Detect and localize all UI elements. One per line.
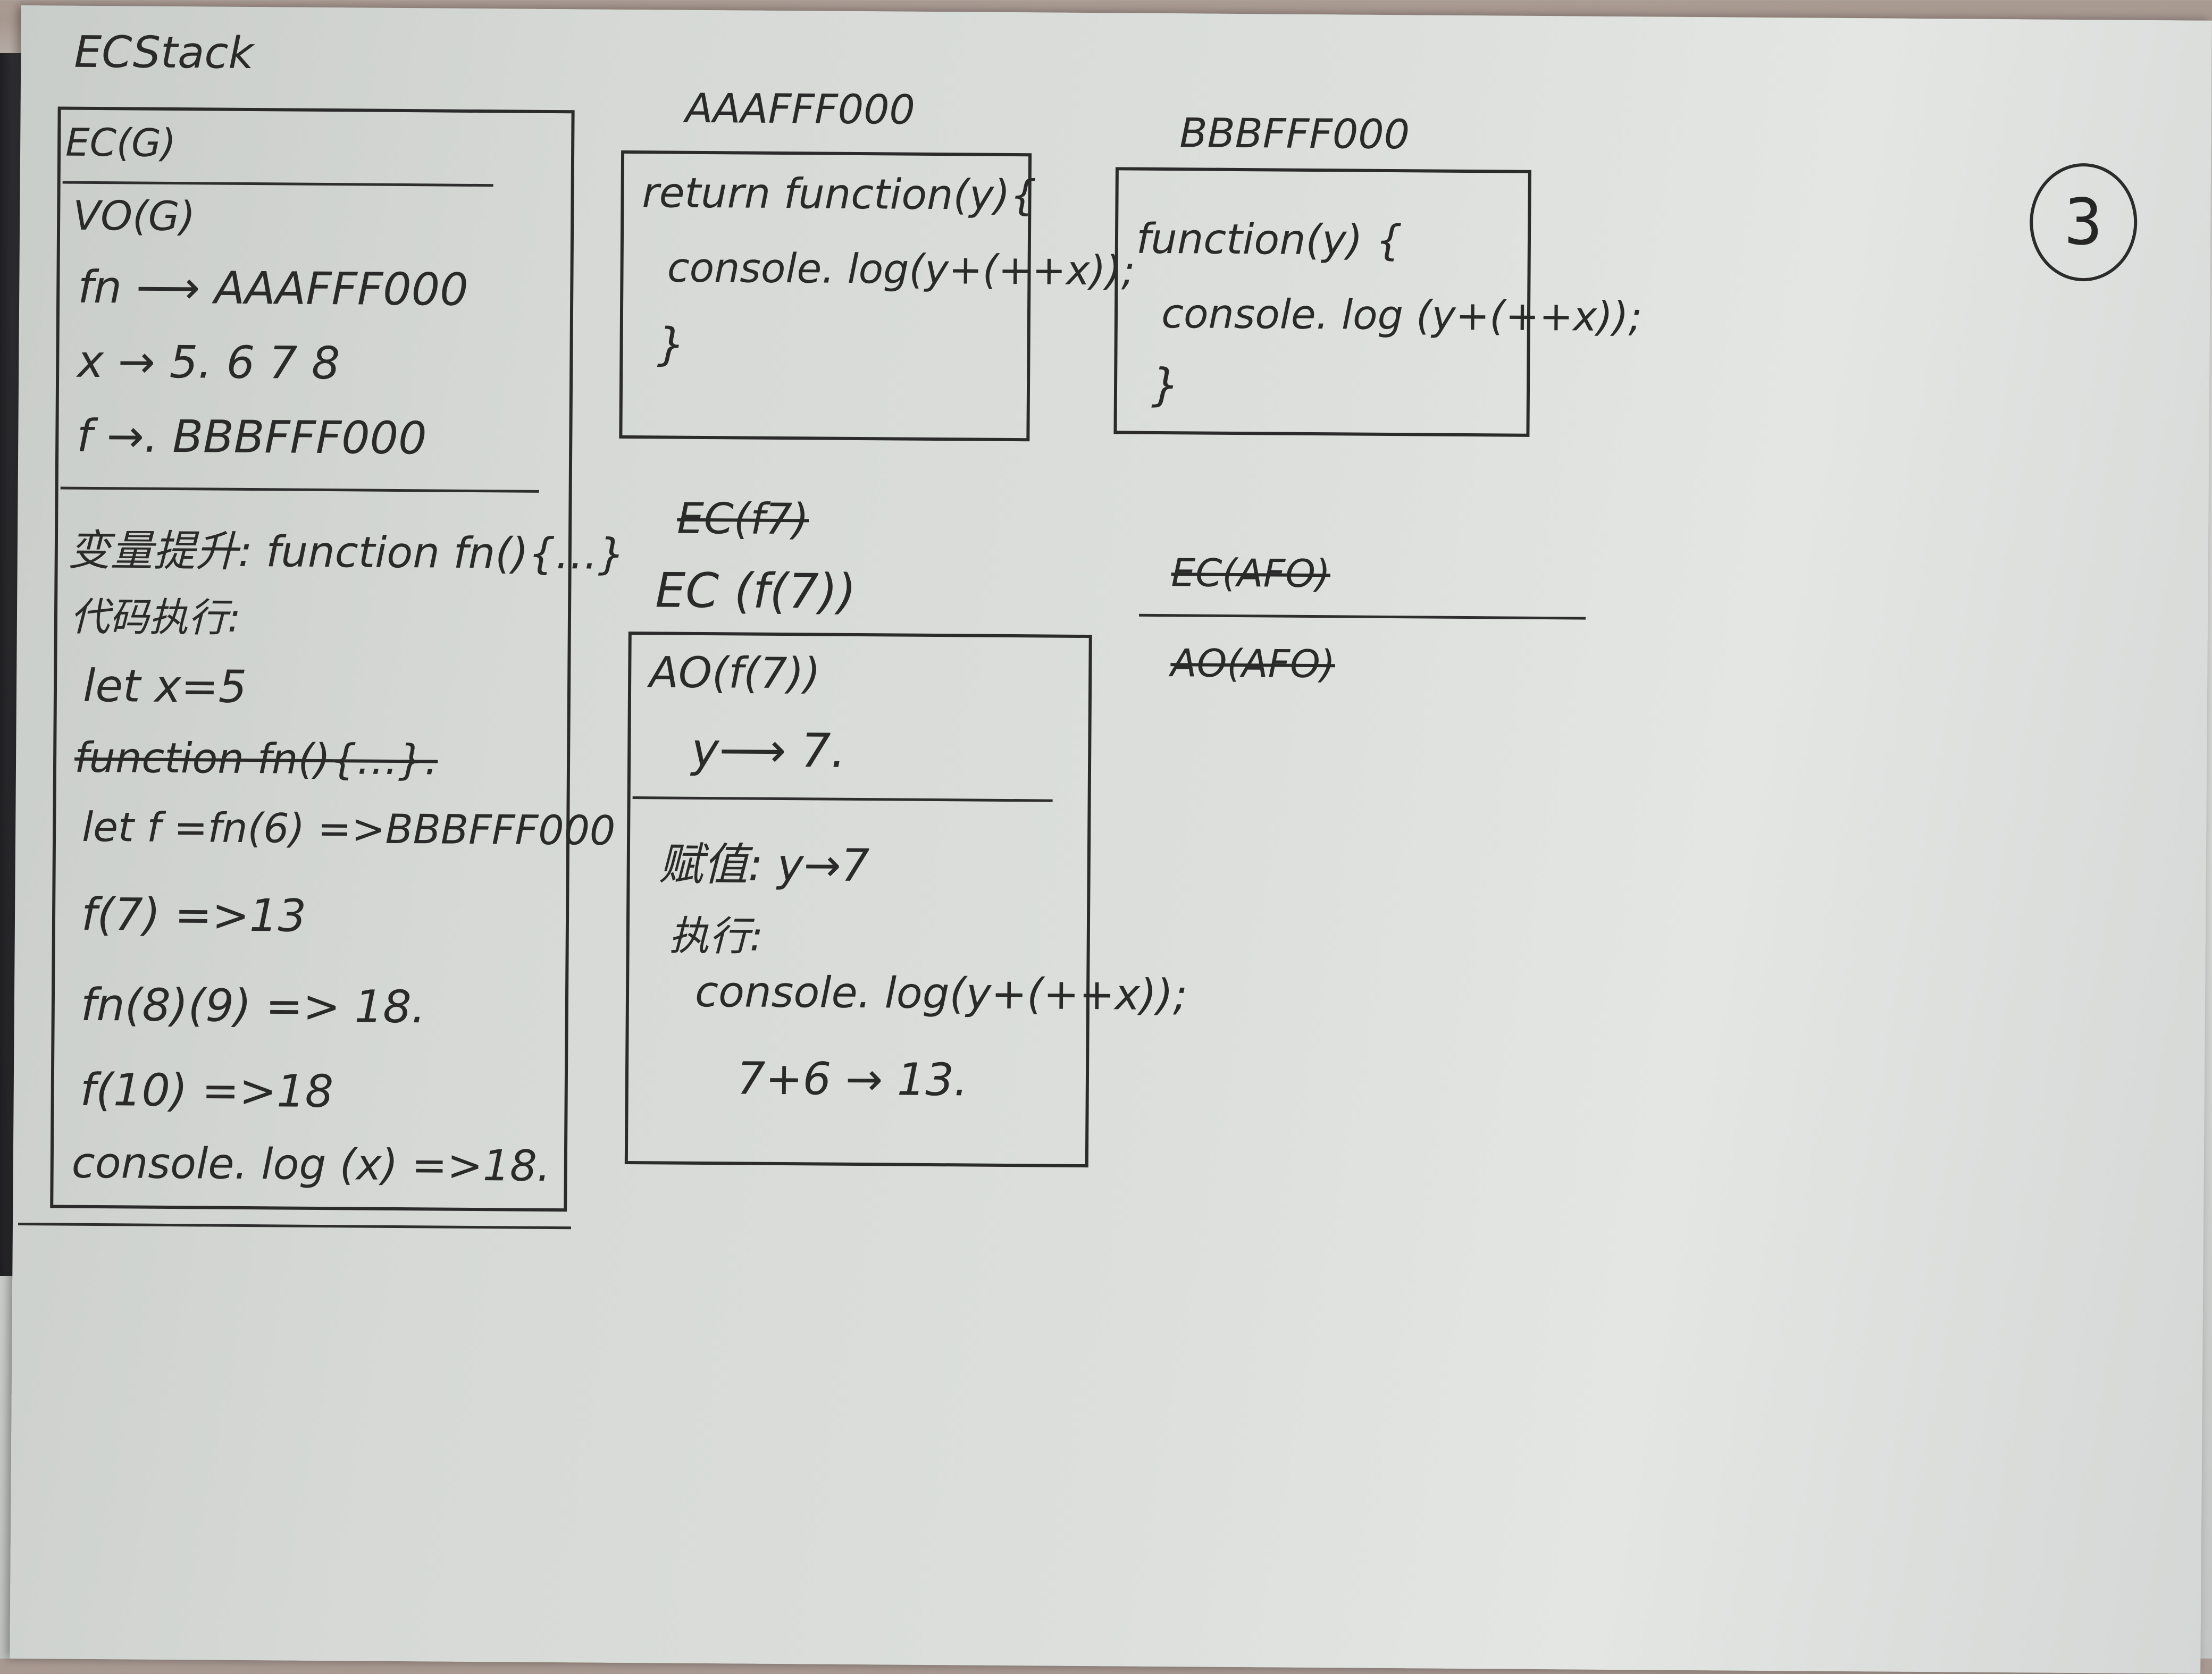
ao-row-y: y⟶ 7. bbox=[691, 722, 846, 778]
heap-b-line-3: } bbox=[1151, 358, 1180, 411]
paper-sheet: 3 ECStack EC(G) VO(G) fn ⟶ AAAFFF000 x →… bbox=[10, 5, 2212, 1674]
ec-f7-exec-heading: 执行: bbox=[668, 912, 764, 960]
assign-line: 赋值: y→7 bbox=[658, 838, 870, 892]
ec-f7-exec-line-2: 7+6 → 13. bbox=[736, 1052, 968, 1106]
ec-f7-struck-label: EC(f7) bbox=[676, 493, 809, 544]
ec-f7-label: EC (f(7)) bbox=[655, 562, 857, 620]
heap-a-line-2: console. log(y+(++x)); bbox=[641, 243, 1135, 295]
vo-row-fn: fn ⟶ AAAFFF000 bbox=[77, 260, 468, 316]
right-divider-line bbox=[1139, 613, 1586, 620]
struck-ec-note: EC(AFO) bbox=[1171, 550, 1331, 596]
vo-row-f: f →. BBBFFF000 bbox=[77, 409, 427, 465]
vo-row-x: x → 5. 6 7 8 bbox=[77, 335, 340, 390]
heap-b-address: BBBFFF000 bbox=[1179, 109, 1410, 158]
heap-a-line-3: } bbox=[657, 318, 686, 371]
code-line-5: fn(8)(9) => 18. bbox=[80, 978, 426, 1033]
global-ec-label: EC(G) bbox=[65, 120, 177, 166]
heap-b-line-2: console. log (y+(++x)); bbox=[1135, 289, 1643, 341]
hoisting-line: 变量提升: function fn(){…} bbox=[68, 525, 625, 579]
page-number-circle: 3 bbox=[2029, 163, 2138, 282]
heap-a-line-1: return function(y){ bbox=[642, 169, 1037, 220]
code-line-4: f(7) =>13 bbox=[81, 888, 307, 942]
code-line-1: let x=5 bbox=[82, 659, 247, 713]
vo-label: VO(G) bbox=[72, 191, 196, 240]
heap-b-line-1: function(y) { bbox=[1136, 215, 1403, 265]
code-line-2: function fn(){…}. bbox=[74, 734, 438, 785]
page-number: 3 bbox=[2064, 185, 2103, 259]
heap-a-address: AAAFFF000 bbox=[685, 84, 916, 133]
code-line-6: f(10) =>18 bbox=[80, 1063, 334, 1118]
ecstack-title: ECStack bbox=[74, 27, 254, 79]
struck-ao-note: AO(AFO) bbox=[1170, 641, 1336, 687]
ao-label: AO(f(7)) bbox=[649, 647, 821, 699]
code-line-3: let f =fn(6) =>BBBFFF000 bbox=[81, 803, 616, 854]
code-line-7: console. log (x) =>18. bbox=[71, 1138, 551, 1191]
ec-f7-exec-line-1: console. log(y+(++x)); bbox=[694, 966, 1188, 1020]
exec-heading: 代码执行: bbox=[70, 594, 241, 641]
stack-base-line bbox=[18, 1223, 571, 1230]
